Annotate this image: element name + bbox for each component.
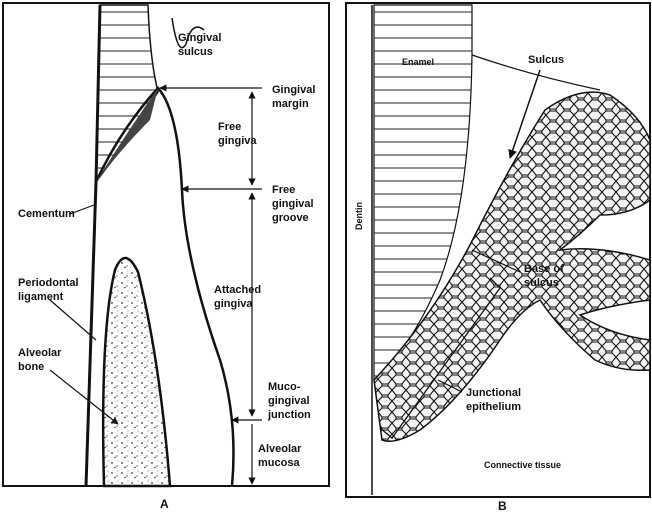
label-sulcus: Sulcus bbox=[528, 54, 564, 66]
label-cementum: Cementum bbox=[18, 208, 75, 220]
label-enamel: Enamel bbox=[402, 57, 434, 67]
panel-b: Enamel Dentin Sulcus Base of sulcus Junc… bbox=[346, 3, 650, 513]
label-dentin: Dentin bbox=[354, 202, 364, 230]
panel-a-letter: A bbox=[160, 497, 169, 511]
label-connective-tissue: Connective tissue bbox=[484, 460, 561, 470]
panel-b-letter: B bbox=[498, 499, 507, 513]
panel-a: Gingival sulcus Gingival margin Free gin… bbox=[3, 3, 329, 511]
